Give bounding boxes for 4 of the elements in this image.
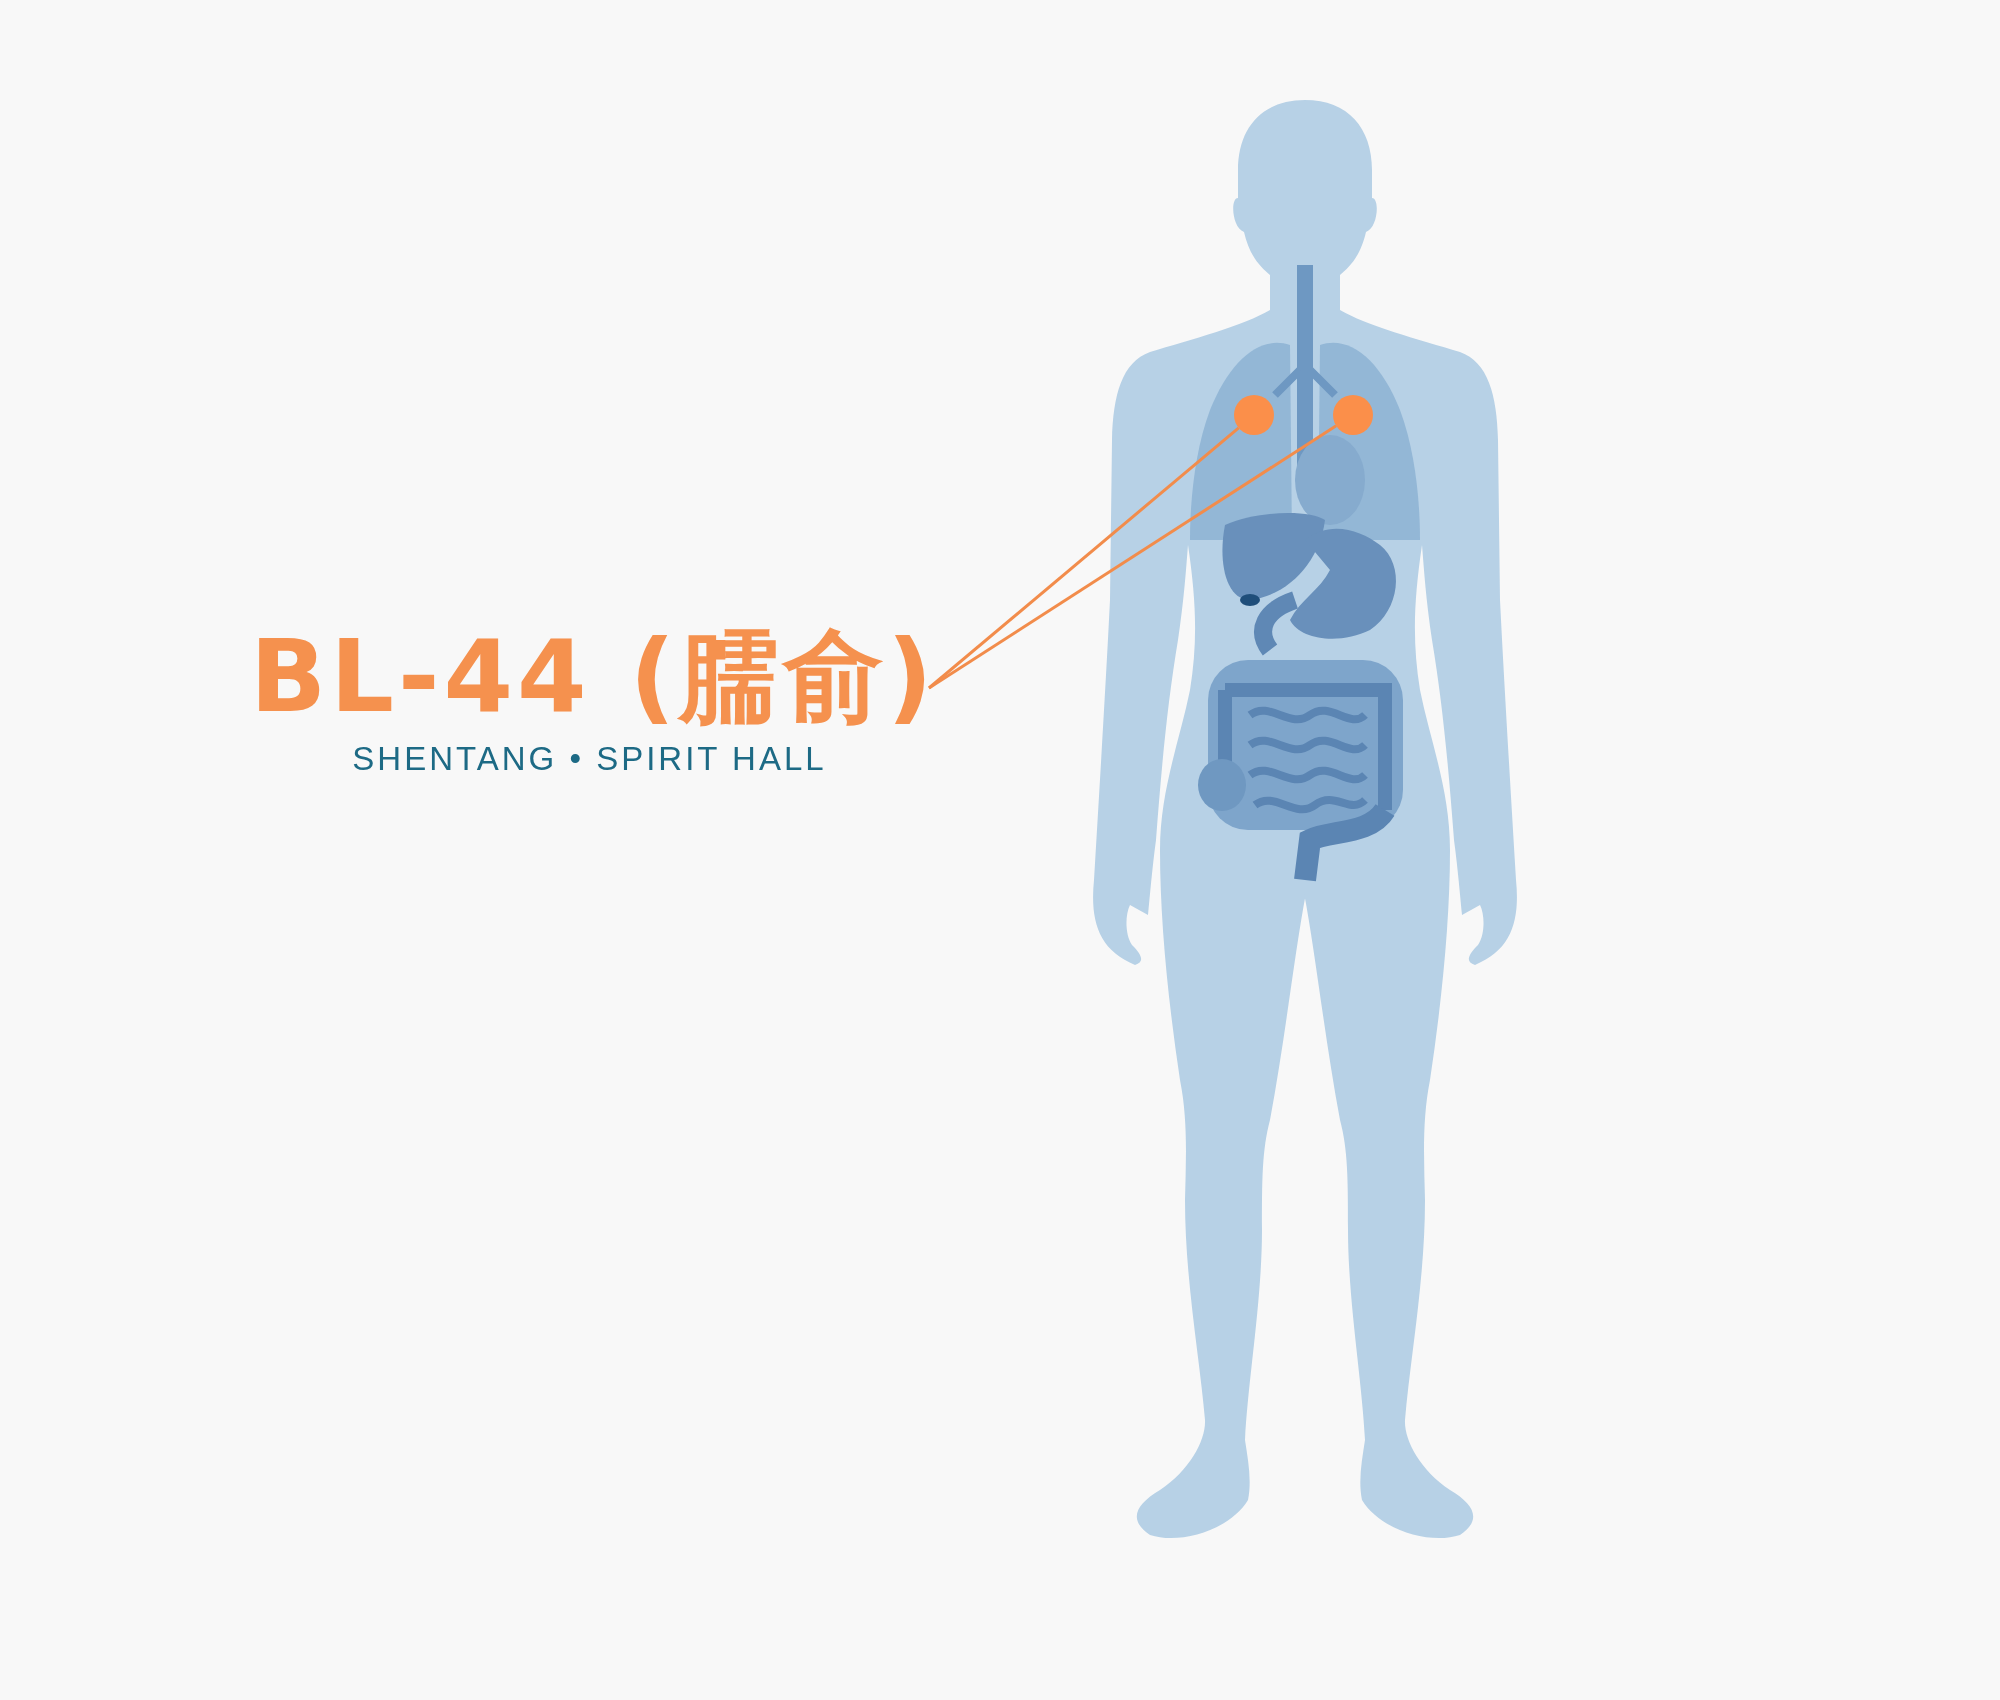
point-subtitle: SHENTANG • SPIRIT HALL: [352, 740, 827, 778]
point-title: BL-44 (臑俞): [250, 622, 937, 732]
leader-line: [928, 426, 1240, 690]
leader-line: [928, 424, 1337, 690]
